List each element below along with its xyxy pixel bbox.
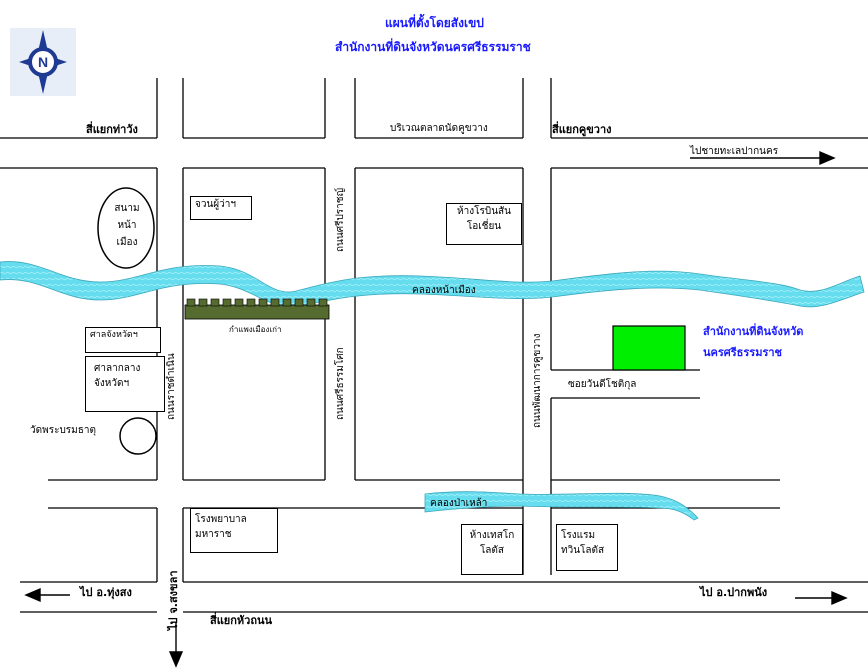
- land-office-label-1: สำนักงานที่ดินจังหวัด: [703, 325, 804, 338]
- old-city-wall: [184, 298, 330, 320]
- hospital-box: โรงพยาบาล มหาราช: [190, 508, 278, 553]
- wat-circle: [119, 417, 157, 455]
- map-title-line2: สำนักงานที่ดินจังหวัดนครศรีธรรมราช: [335, 40, 531, 54]
- governor-residence-label: จวนผู้ว่าฯ: [195, 199, 237, 210]
- land-office-marker: [612, 325, 686, 371]
- wall-crenel: [186, 298, 196, 307]
- road-si-thammasok-label: ถนนศรีธรรมโศก: [335, 347, 346, 420]
- tesco-label-2: โลตัส: [479, 545, 505, 556]
- canal-pa-lao-label: คลองป่าเหล้า: [430, 498, 488, 509]
- sanam-label-2: หน้า: [117, 220, 137, 231]
- city-hall-box: ศาลากลาง จังหวัดฯ: [85, 356, 165, 412]
- provincial-court-box: ศาลจังหวัดฯ: [85, 327, 161, 353]
- road-si-prat-label: ถนนศรีปราชญ์: [335, 187, 346, 252]
- intersection-tha-wang: สี่แยกท่าวัง: [86, 123, 138, 136]
- old-city-wall-label: กำแพงเมืองเก่า: [229, 325, 282, 334]
- road-phatthanakan-label: ถนนพัฒนาการคูขวาง: [532, 333, 543, 428]
- twin-lotus-label-2: ทวินโลตัส: [561, 545, 605, 556]
- provincial-court-label: ศาลจังหวัดฯ: [90, 330, 138, 340]
- wat-label: วัดพระบรมธาตุ: [30, 425, 96, 436]
- sanam-na-mueang-shape: [97, 187, 155, 269]
- arrows: [24, 150, 848, 668]
- tesco-box: ห้างเทสโก โลตัส: [461, 524, 523, 575]
- wall-crenel: [258, 298, 268, 307]
- wall-crenel: [294, 298, 304, 307]
- wall-crenel: [234, 298, 244, 307]
- svg-text:N: N: [38, 54, 48, 70]
- wall-crenel: [318, 298, 328, 307]
- to-thung-song-label: ไป อ.ทุ่งสง: [80, 586, 132, 599]
- city-hall-label-2: จังหวัดฯ: [94, 378, 130, 389]
- canal-na-mueang-label: คลองหน้าเมือง: [412, 285, 476, 296]
- twin-lotus-box: โรงแรม ทวินโลตัส: [556, 524, 618, 571]
- wall-crenel: [198, 298, 208, 307]
- north-compass-icon: N: [10, 28, 76, 96]
- road-lines: [0, 78, 868, 613]
- map-title-line1: แผนที่ตั้งโดยสังเขป: [385, 16, 484, 30]
- wall-crenel: [282, 298, 292, 307]
- robinson-box: ห้างโรบินสัน โอเชี่ยน: [446, 203, 522, 245]
- to-pak-nakhon-label: ไปชายทะเลปากนคร: [690, 146, 779, 157]
- tesco-label-1: ห้างเทสโก: [469, 530, 515, 541]
- wall-crenel: [306, 298, 316, 307]
- city-hall-label-1: ศาลากลาง: [94, 363, 141, 374]
- robinson-label-2: โอเชี่ยน: [466, 221, 502, 232]
- road-ratchadamnoen-label: ถนนราชดำเนิน: [166, 353, 177, 420]
- hospital-label-2: มหาราช: [195, 529, 232, 540]
- sanam-label-1: สนาม: [114, 203, 140, 214]
- wall-crenel: [246, 298, 256, 307]
- hospital-label-1: โรงพยาบาล: [195, 514, 247, 525]
- to-songkhla-label: ไป จ.สงขลา: [167, 570, 180, 631]
- twin-lotus-label-1: โรงแรม: [561, 530, 596, 541]
- governor-residence-box: จวนผู้ว่าฯ: [190, 196, 252, 220]
- wall-crenel: [222, 298, 232, 307]
- soi-wanit-label: ซอยวันดีโชติกุล: [568, 379, 637, 390]
- to-pak-phanang-label: ไป อ.ปากพนัง: [700, 586, 768, 599]
- wall-crenel: [210, 298, 220, 307]
- robinson-label-1: ห้างโรบินสัน: [457, 206, 511, 217]
- sanam-label-3: เมือง: [116, 237, 138, 248]
- intersection-khu-khwang: สี่แยกคูขวาง: [552, 123, 612, 136]
- wall-crenel: [270, 298, 280, 307]
- land-office-label-2: นครศรีธรรมราช: [703, 346, 783, 359]
- khu-khwang-market-label: บริเวณตลาดนัดคูขวาง: [390, 123, 488, 134]
- canal-pa-lao: [424, 491, 699, 521]
- intersection-hua-thanon: สี่แยกหัวถนน: [210, 614, 273, 627]
